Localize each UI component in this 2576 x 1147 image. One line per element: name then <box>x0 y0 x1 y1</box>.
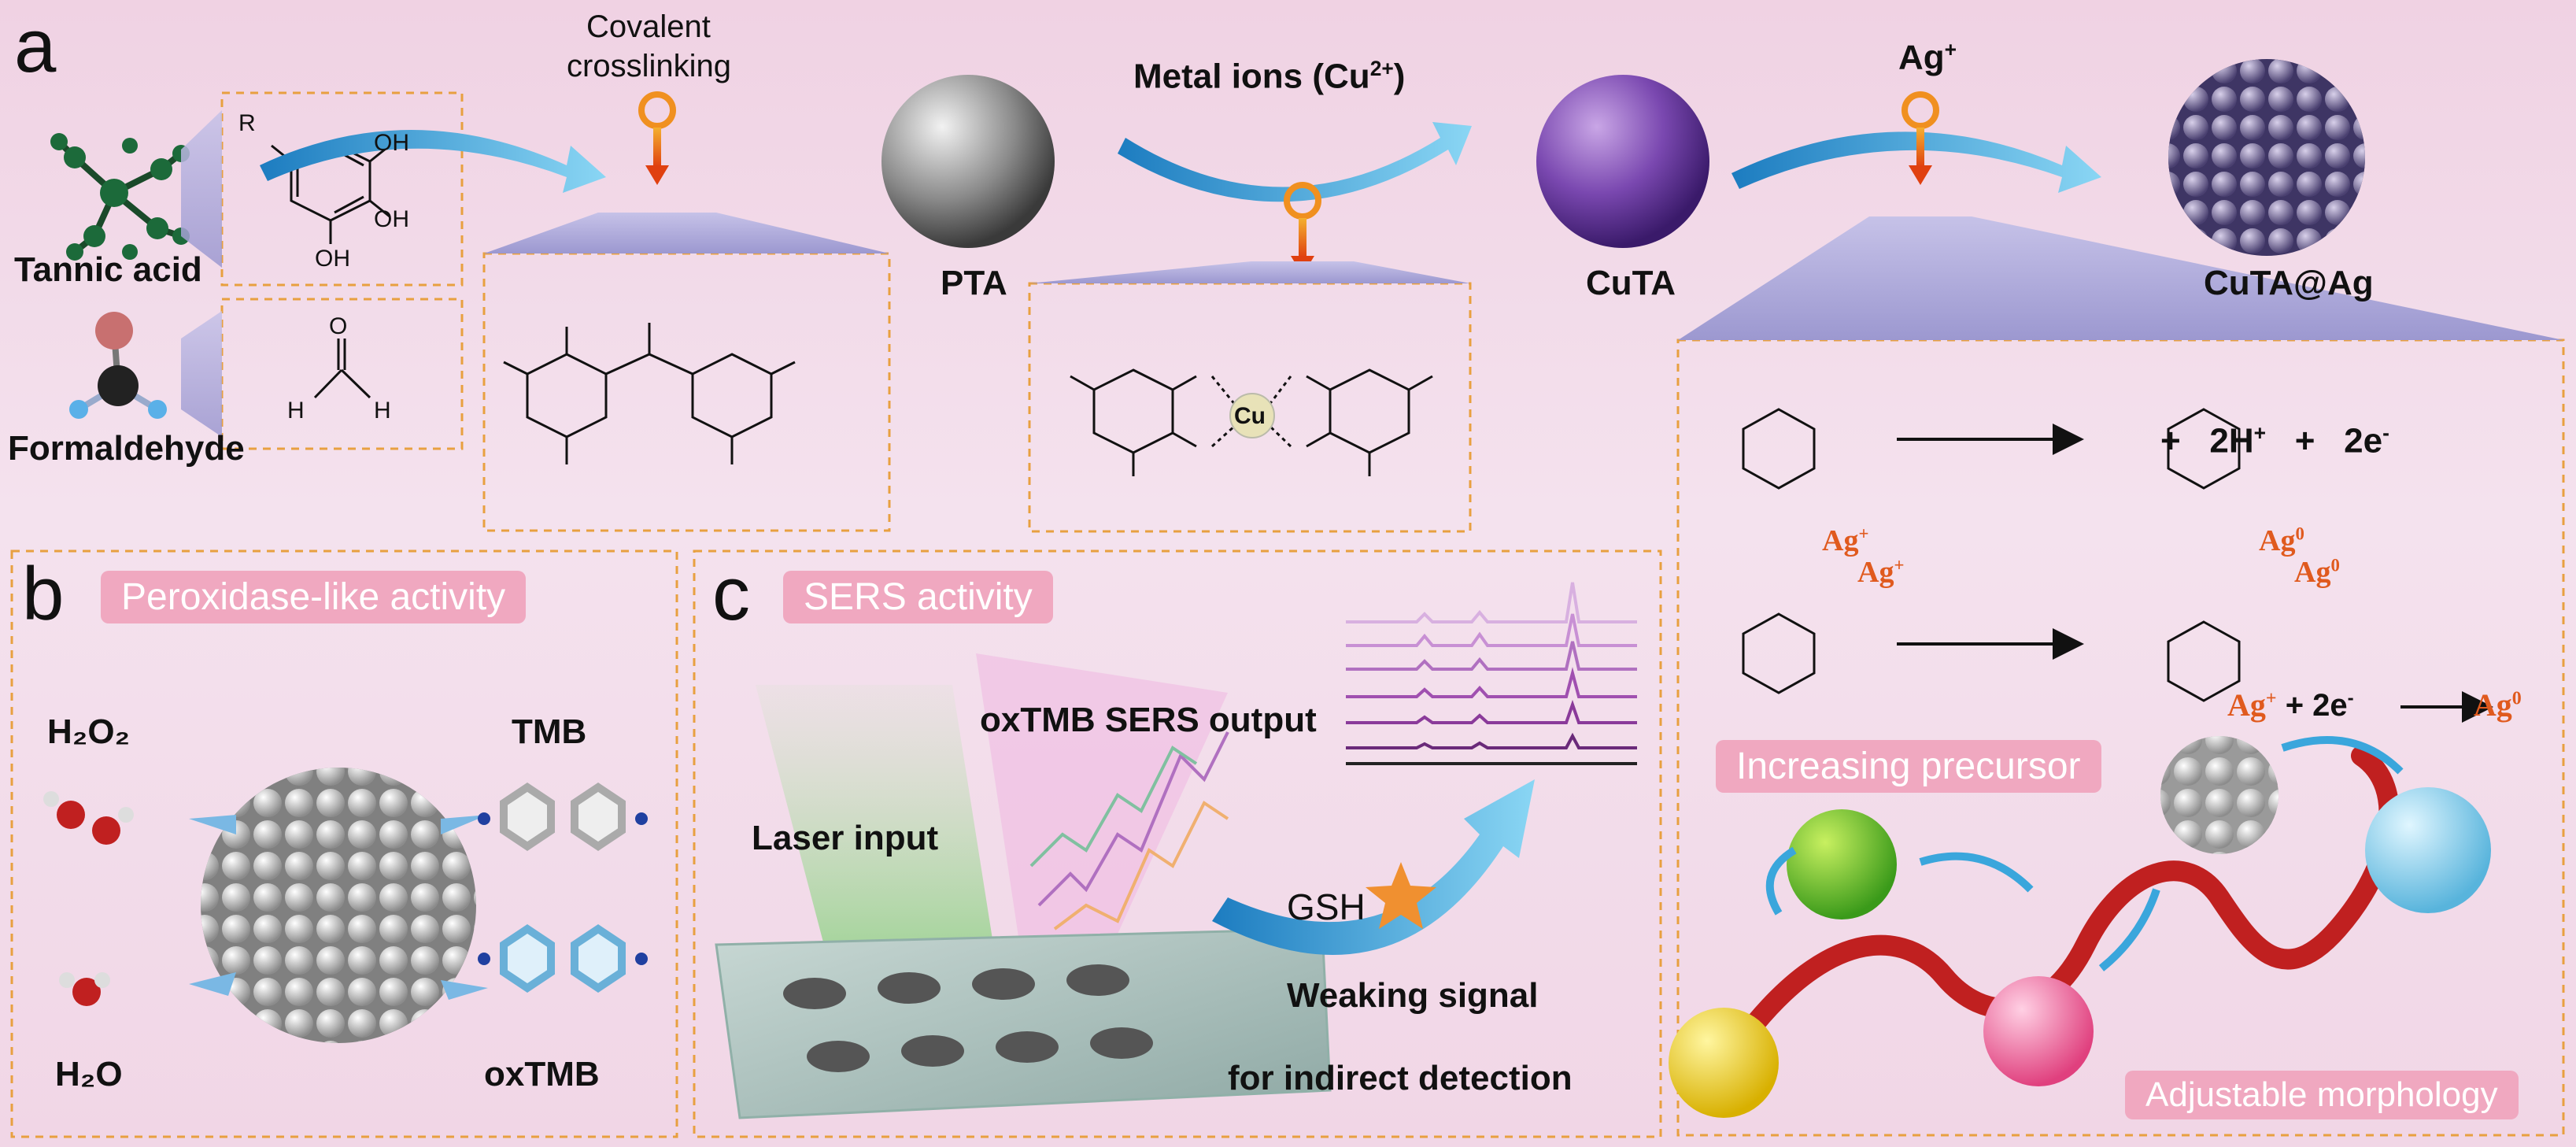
yellow-particle <box>1669 1008 1779 1118</box>
pink-particle <box>1983 976 2094 1086</box>
panel-c-box <box>693 549 1662 1138</box>
ag-reduction-product-charge: 0 <box>2511 688 2522 709</box>
tmb-label: TMB <box>512 712 587 751</box>
ag-ion-text: Ag <box>1822 524 1859 557</box>
panel-b-title: Peroxidase-like activity <box>101 571 527 623</box>
cu-label: Cu <box>1234 403 1266 429</box>
ag-reduction-charge: + <box>2265 688 2277 709</box>
h2o2-label: H₂O₂ <box>47 712 131 751</box>
cyan-particle <box>2365 787 2491 913</box>
formaldehyde-structure-box <box>220 298 464 450</box>
panel-b-letter: b <box>22 552 65 636</box>
cuta-ag-label: CuTA@Ag <box>2204 264 2374 302</box>
ag-reduction-product: Ag <box>2473 687 2512 723</box>
metal-ring <box>1284 182 1321 220</box>
scatter-cone <box>976 653 1228 968</box>
adjustable-morphology-tag: Adjustable morphology <box>2125 1071 2519 1119</box>
pta-sphere-icon <box>881 75 1055 248</box>
r-label: R <box>238 110 256 136</box>
ag-reduction-box <box>1676 339 2565 1137</box>
white-particle <box>2160 736 2278 854</box>
ag-reduction-electron-charge: - <box>2347 687 2354 709</box>
ag-ion-label: Ag+ <box>1898 38 1957 78</box>
silver-arrow <box>1732 131 2101 193</box>
weaking-signal-label: Weaking signal <box>1287 976 1539 1015</box>
formaldehyde-label: Formaldehyde <box>8 429 245 468</box>
oxtmb-label: oxTMB <box>484 1055 600 1093</box>
nanozyme-sphere-icon <box>201 768 476 1043</box>
h-label: H <box>287 398 305 424</box>
glass-substrate <box>715 927 1332 1119</box>
ag-ion-1: Ag+ <box>1822 524 1869 557</box>
metal-ions-close: ) <box>1393 57 1406 96</box>
spectra-stack <box>1346 582 1637 765</box>
plus-sign: + <box>2294 421 2315 461</box>
o-label: O <box>329 313 348 339</box>
panel-a-letter: a <box>14 4 57 88</box>
two-e-text: 2e <box>2344 421 2383 461</box>
panel-c-title: SERS activity <box>783 571 1053 623</box>
metal-ions-text: Metal ions (Cu <box>1133 57 1370 96</box>
metal-ions-label: Metal ions (Cu2+) <box>1133 57 1405 97</box>
star-icon <box>1366 862 1436 929</box>
ag-reduction-ag: Ag <box>2227 687 2266 723</box>
laser-beam <box>756 685 1000 984</box>
h2o-label: H₂O <box>55 1055 123 1093</box>
oh-label: OH <box>374 130 409 156</box>
oh-label: OH <box>374 206 409 232</box>
ag-reduction-equation: Ag+ + 2e- Ag0 <box>2227 686 2522 723</box>
indirect-detection-label: for indirect detection <box>1228 1059 1573 1097</box>
plus-sign: + <box>2160 421 2181 461</box>
crosslink-ring <box>638 91 676 129</box>
green-particle <box>1787 809 1897 919</box>
ag0-text: Ag <box>2259 524 2296 557</box>
formaldehyde-molecule-icon <box>69 312 167 419</box>
tannic-acid-label: Tannic acid <box>14 250 202 289</box>
ag-charge: + <box>1944 38 1957 61</box>
h-label: H <box>374 398 391 424</box>
tannic-acid-molecule-icon <box>50 133 190 261</box>
cuta-ag-sphere-icon <box>2168 59 2365 256</box>
oh-label: OH <box>315 246 350 272</box>
ag-ion-2: Ag+ <box>1857 555 1905 589</box>
ag0-2: Ag0 <box>2294 555 2340 589</box>
ag-reduction-electrons: + 2e <box>2276 688 2348 723</box>
covalent-label: Covalent <box>586 9 711 44</box>
increasing-precursor-tag: Increasing precursor <box>1716 740 2101 793</box>
gsh-label: GSH <box>1287 886 1366 927</box>
crosslink-arrow <box>260 130 606 193</box>
ribbon-graphic <box>1745 746 2400 1034</box>
two-h-charge: + <box>2253 421 2267 445</box>
oxtmb-output-label: oxTMB SERS output <box>980 701 1317 739</box>
equation-rhs: + 2H+ + 2e- <box>2160 421 2389 461</box>
ag-ion-text: Ag <box>1857 556 1894 589</box>
crosslink-structure-box <box>482 252 891 532</box>
metal-ion-arrow <box>1118 122 1472 202</box>
cuta-sphere-icon <box>1536 75 1709 248</box>
silver-ring <box>1902 91 1939 129</box>
metal-ions-charge: 2+ <box>1369 57 1394 80</box>
ag0-text: Ag <box>2294 556 2331 589</box>
cu-atom <box>1229 393 1275 438</box>
laser-input-label: Laser input <box>752 819 939 857</box>
ag0-1: Ag0 <box>2259 524 2304 557</box>
cuta-label: CuTA <box>1586 264 1676 302</box>
two-e-charge: - <box>2382 421 2389 445</box>
panel-c-letter: c <box>712 552 750 636</box>
crosslinking-label: crosslinking <box>567 49 731 83</box>
ag-text: Ag <box>1898 38 1945 77</box>
two-h-text: 2H <box>2209 421 2254 461</box>
pta-label: PTA <box>941 264 1007 302</box>
panel-b-box <box>10 549 678 1138</box>
gsh-arrow <box>1212 779 1535 955</box>
